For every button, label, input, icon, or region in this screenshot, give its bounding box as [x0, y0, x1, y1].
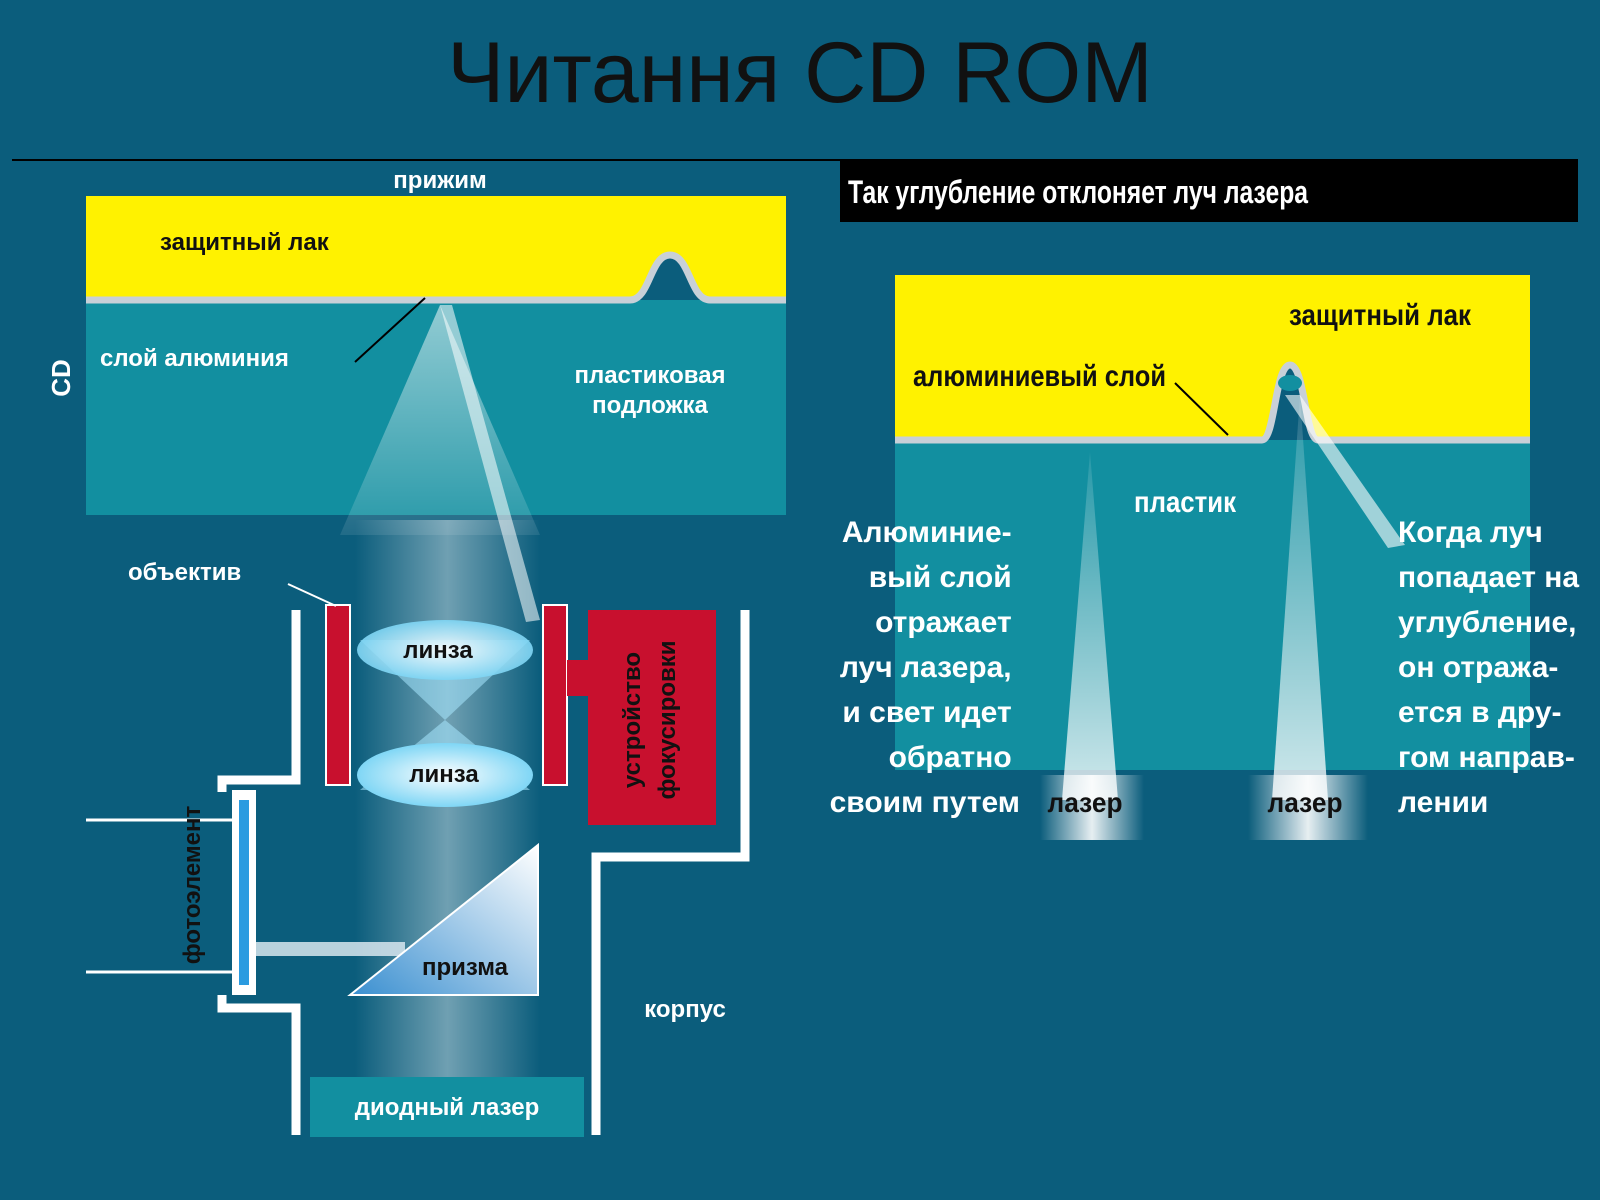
label-lacquer: защитный лак [160, 229, 330, 256]
aluminum-layer [86, 251, 786, 304]
left-panel: прижим CD защитный лак слой алюминия пла… [46, 167, 786, 1137]
explanation-right-line: Когда луч [1398, 516, 1543, 549]
label-objective: объектив [128, 559, 241, 586]
right-header-text: Так углубление отклоняет луч лазера [848, 174, 1308, 210]
right-header-bar [840, 160, 1578, 222]
pit [1278, 375, 1302, 391]
right-label-laser-right: лазер [1268, 787, 1343, 818]
explanation-left-line: Алюминие- [842, 516, 1012, 549]
explanation-right-line: гом направ- [1398, 741, 1575, 774]
housing-wall-left-top [217, 610, 301, 792]
explanation-right-line: ется в дру- [1398, 696, 1562, 729]
beam-to-photocell [255, 942, 405, 956]
deflected-beam [1285, 395, 1405, 548]
explanation-left-line: и свет идет [842, 696, 1011, 729]
label-focus-1: устройство [619, 652, 646, 788]
prism [347, 842, 539, 996]
housing-wall-right [591, 610, 750, 1135]
label-cd: CD [46, 359, 76, 397]
aluminum-leader [354, 297, 426, 363]
objective-right-bar [542, 604, 568, 786]
explanation-left-line: отражает [875, 606, 1012, 639]
focus-connector [567, 660, 592, 696]
slide-title: Читання CD ROM [447, 25, 1153, 121]
label-press: прижим [393, 167, 486, 194]
right-panel: Так углубление отклоняет луч лазера защи… [830, 160, 1587, 840]
label-lens-top: линза [403, 637, 473, 664]
explanation-left: Алюминие- вый слой отражает луч лазера, … [830, 516, 1020, 819]
protective-lacquer [86, 196, 786, 300]
label-focus-2: фокусировки [654, 640, 681, 799]
right-label-laser-left: лазер [1048, 787, 1123, 818]
housing-wall-left-bottom [217, 995, 301, 1135]
right-label-lacquer: защитный лак [1289, 299, 1472, 332]
label-prism: призма [422, 954, 509, 981]
photoelement [239, 800, 249, 985]
explanation-left-line: обратно [889, 741, 1012, 774]
right-label-aluminum: алюминиевый слой [913, 360, 1166, 393]
objective-left-bar [325, 604, 351, 786]
label-aluminum: слой алюминия [100, 345, 289, 372]
explanation-right: Когда луч попадает на углубление, он отр… [1398, 516, 1587, 819]
laser-cone-right [1272, 395, 1328, 800]
explanation-left-line: своим путем [830, 786, 1020, 819]
right-plastic [895, 440, 1530, 770]
label-body: корпус [644, 996, 726, 1023]
explanation-left-line: луч лазера, [840, 651, 1012, 684]
label-substrate-2: подложка [592, 392, 708, 419]
explanation-right-line: попадает на [1398, 561, 1579, 594]
explanation-left-line: вый слой [869, 561, 1012, 594]
lens-top [357, 620, 533, 680]
label-photoelement: фотоэлемент [179, 806, 206, 965]
laser-left-source [1040, 775, 1144, 840]
label-diode-laser: диодный лазер [355, 1094, 540, 1121]
focusing-device [588, 610, 716, 825]
laser-right-source [1248, 775, 1368, 840]
lens-bottom [357, 743, 533, 807]
label-lens-bottom: линза [409, 761, 479, 788]
diode-laser [310, 1077, 584, 1137]
explanation-right-line: лении [1398, 786, 1488, 819]
explanation-right-line: он отража- [1398, 651, 1558, 684]
right-label-plastic: пластик [1134, 486, 1237, 519]
label-substrate-1: пластиковая [574, 362, 725, 389]
right-lacquer [895, 275, 1530, 440]
right-aluminum-leader [1174, 382, 1229, 436]
laser-cone-left [1062, 452, 1118, 800]
objective-leader [287, 583, 337, 607]
explanation-right-line: углубление, [1398, 606, 1577, 639]
